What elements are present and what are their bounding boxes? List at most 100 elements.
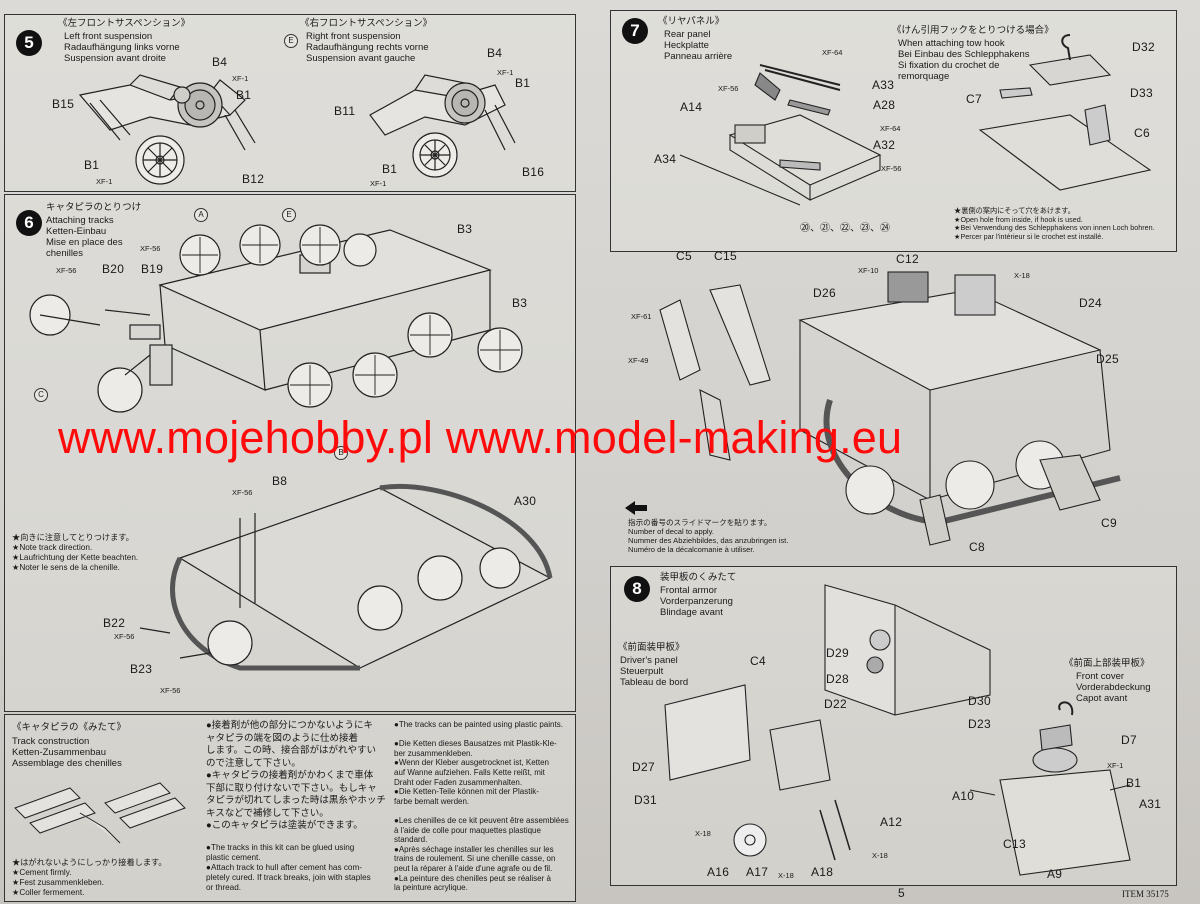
step5-number: 5 [16,30,42,56]
label-b1-left-bottom: B1 [84,158,100,172]
tracks-col3-line: trains de roulement. Si une chenille cas… [394,854,556,864]
label-d24: D24 [1079,296,1102,310]
label-c4: C4 [750,654,766,668]
hook-title-fr2: remorquage [898,71,950,82]
decal-note-en: Number of decal to apply. [628,527,714,536]
label-d30: D30 [968,694,991,708]
label-c5: C5 [676,249,692,263]
tracks-col3-line: standard. [394,835,428,845]
tracks-col3-line [394,730,569,740]
driver-panel-title-en: Driver's panel [620,655,678,666]
label-x18-mid: X-18 [1014,271,1030,280]
step5-marker-e: E [284,34,298,48]
step5-right-title-de: Radaufhängung rechts vorne [306,42,429,53]
label-xf56-b19: XF-56 [140,244,161,253]
tracks-jp-line: 下部に取り付けないで下さい。もしキャ [206,782,377,794]
label-b23: B23 [130,662,153,676]
track-direction-note-de: ★Laufrichtung der Kette beachten. [12,553,139,562]
label-xf61: XF-61 [631,312,652,321]
tracks-glue-note-en: ★Cement firmly. [12,868,72,877]
label-c7: C7 [966,92,982,106]
hook-title-jp: 《けん引用フックをとりつける場合》 [892,25,1054,36]
tracks-jp-line: ●接着剤が他の部分につかないようにキ [206,720,374,731]
label-c12: C12 [896,252,919,266]
label-b4-right: B4 [487,46,503,60]
tracks-col3-line: la peinture acrylique. [394,883,468,893]
label-b8: B8 [272,474,288,488]
rear-panel-drawing [679,64,882,206]
tracks-jp-line: タピラが切れてしまった時は黒糸やホッチ [206,795,386,806]
tracks-jp-line: キスなどで補修して下さい。 [206,807,329,819]
label-b12: B12 [242,172,265,186]
step5-right-title-fr: Suspension avant gauche [306,53,416,64]
label-xf56-b22: XF-56 [114,632,135,641]
tracks-col3-line: ●Die Ketten dieses Bausatzes mit Plastik… [394,739,557,749]
label-c15: C15 [714,249,737,263]
track-direction-note-jp: ★向きに注意してとりつけます。 [12,533,134,542]
tracks-title-de: Ketten-Zusammenbau [12,747,106,758]
label-b1: B1 [1126,776,1142,790]
label-b3-right: B3 [512,296,528,310]
tracks-col3-line: ber zusammenkleben. [394,748,473,758]
tracks-col3-line: ●Wenn der Kleber ausgetrocknet ist, Kett… [394,758,549,768]
label-b22: B22 [103,616,126,630]
tracks-en-line: ●Attach track to hull after cement has c… [206,863,363,872]
item-number: ITEM 35175 [1122,889,1169,899]
label-d27: D27 [632,760,655,774]
label-a30: A30 [514,494,537,508]
label-a9: A9 [1047,867,1063,881]
step8-number: 8 [624,576,650,602]
label-d22: D22 [824,697,847,711]
label-b3-top: B3 [457,222,473,236]
label-xf10: XF-10 [858,266,879,275]
label-xf1-left-top: XF-1 [232,74,249,83]
decal-note-fr: Numéro de la décalcomanie à utiliser. [628,545,755,554]
front-cover-title-de: Vorderabdeckung [1076,682,1151,693]
tracks-glue-note-jp: ★はがれないようにしっかり接着します。 [12,858,167,867]
tracks-col3-line: peut la réparer à l'aide d'une agrafe ou… [394,863,553,873]
label-xf1-left-bottom: XF-1 [96,177,113,186]
label-c8: C8 [969,540,985,554]
label-xf1-right-top: XF-1 [497,68,514,77]
label-xf64-b: XF-64 [880,124,901,133]
tracks-title-jp: 《キャタピラの《みたて》 [12,722,127,733]
step5-left-title-de: Radaufhängung links vorne [64,42,180,53]
hook-note-fr: ★Percer par l'intérieur si le crochet es… [954,231,1104,241]
step5-right-title-en: Right front suspension [306,31,401,42]
tracks-col3-line: Draht oder Faden zusammenhalten. [394,777,523,787]
track-hull-drawing [139,484,553,671]
tracks-col3-line: à l'aide de colle pour maquettes plastiq… [394,825,541,835]
label-a32: A32 [873,138,896,152]
decal-note-de: Nummer des Abziehbildes, das anzubringen… [628,536,789,545]
label-xf56-b20: XF-56 [56,266,77,275]
tracks-en-line: or thread. [206,883,242,892]
track-construction-panel [4,714,576,902]
track-direction-note-fr: ★Noter le sens de la chenille. [12,563,120,572]
tracks-col3-line: auf Wanne aufziehen. Falls Kette reißt, … [394,767,545,777]
label-b1-right-top: B1 [515,76,531,90]
tracks-jp-line: ●このキャタピラは塗装ができます。 [206,820,363,831]
label-b16: B16 [522,165,545,179]
hook-title-fr1: Si fixation du crochet de [898,60,1000,71]
tracks-glue-note-fr: ★Coller fermement. [12,888,85,897]
step5-right-title-jp: 《右フロントサスペンション》 [300,18,433,29]
tracks-jp-text: ●接着剤が他の部分につかないようにキ ャタピラの端を図のように仕め接着 します。… [206,720,386,833]
step8-title-en: Frontal armor [660,585,718,596]
label-d32: D32 [1132,40,1155,54]
label-a12: A12 [880,815,903,829]
tracks-en-line: pletely cured. If track breaks, join wit… [206,873,371,882]
label-b1-right-bottom: B1 [382,162,398,176]
label-xf56-b: XF-56 [881,164,902,173]
step7-title-fr: Panneau arrière [664,51,733,62]
label-a14: A14 [680,100,703,114]
label-d26: D26 [813,286,836,300]
track-links-drawing [14,782,186,844]
label-b15: B15 [52,97,75,111]
decal-numbers: ⑳、㉑、㉒、㉓、㉔ [800,223,890,234]
tracks-jp-line: ャタピラの端を図のように仕め接着 [206,732,359,744]
driver-panel-title-jp: 《前面装甲板》 [618,642,685,653]
label-x18-b: X-18 [778,871,794,880]
label-x18-c: X-18 [872,851,888,860]
decal-arrow-icon [625,501,647,515]
